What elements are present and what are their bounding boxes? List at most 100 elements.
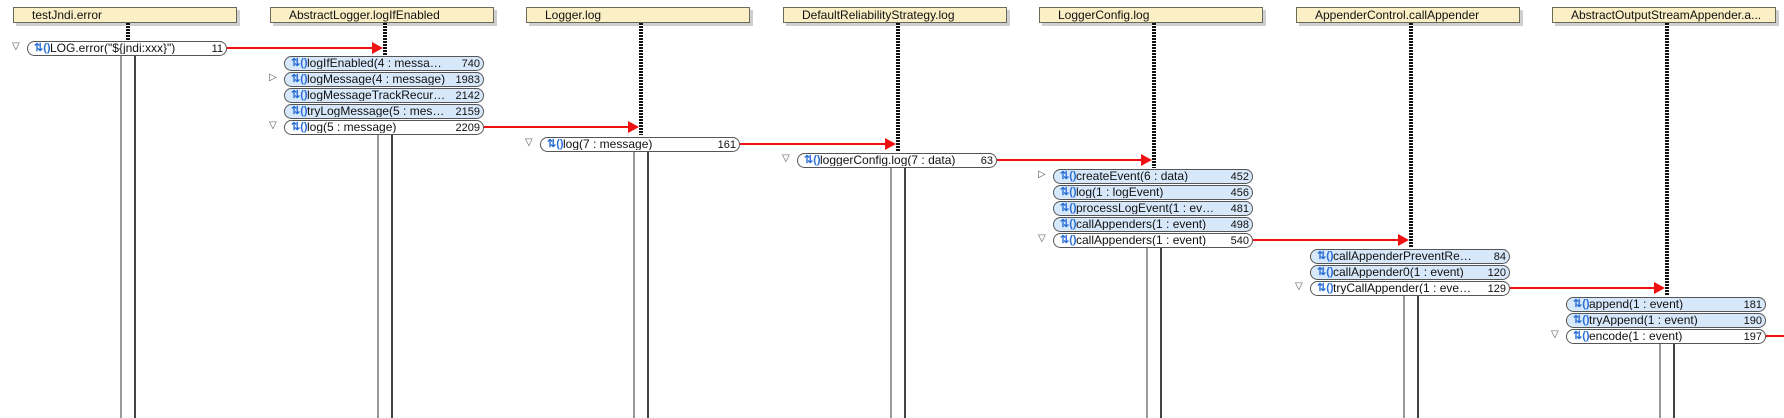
call-line-number: 84 xyxy=(1493,251,1506,263)
call-arrow xyxy=(1253,234,1409,246)
collapse-toggle-icon[interactable]: ▽ xyxy=(1295,281,1303,292)
activation-line xyxy=(1146,248,1148,418)
call-node[interactable]: ⇅()callAppenders(1 : event)498 xyxy=(1053,217,1253,232)
call-line-number: 63 xyxy=(980,155,993,167)
call-node[interactable]: ⇅()tryLogMessage(5 : message)2159 xyxy=(284,104,484,119)
method-call-icon: ⇅() xyxy=(291,73,308,85)
collapse-toggle-icon[interactable]: ▽ xyxy=(525,137,533,148)
method-call-icon: ⇅() xyxy=(1317,266,1334,278)
call-label: callAppenderPreventRecurs... xyxy=(1333,250,1473,262)
method-call-icon: ⇅() xyxy=(1060,170,1077,182)
activation-line xyxy=(633,152,635,418)
method-call-icon: ⇅() xyxy=(1060,234,1077,246)
call-line-number: 190 xyxy=(1743,315,1762,327)
call-line-number: 2209 xyxy=(455,122,480,134)
call-node[interactable]: ⇅()log(7 : message)161 xyxy=(540,137,740,152)
call-line-number: 1983 xyxy=(455,74,480,86)
lifeline xyxy=(639,23,643,135)
call-node[interactable]: ⇅()loggerConfig.log(7 : data)63 xyxy=(797,153,997,168)
call-line-number: 181 xyxy=(1743,299,1762,311)
method-call-icon: ⇅() xyxy=(547,138,564,150)
activation-line xyxy=(647,152,649,418)
call-arrow xyxy=(1766,335,1784,337)
call-node[interactable]: ⇅()createEvent(6 : data) 452 xyxy=(1053,169,1253,184)
call-label: callAppenders(1 : event) xyxy=(1076,218,1207,230)
call-node[interactable]: ⇅()logMessage(4 : message) 1983 xyxy=(284,72,484,87)
call-node[interactable]: ⇅()logIfEnabled(4 : message)740 xyxy=(284,56,484,71)
call-node[interactable]: ⇅()log(1 : logEvent)456 xyxy=(1053,185,1253,200)
call-node[interactable]: ⇅()callAppenderPreventRecurs...84 xyxy=(1310,249,1510,264)
activation-line xyxy=(890,168,892,418)
call-line-number: 11 xyxy=(211,43,223,55)
call-node[interactable]: ⇅()log(5 : message)2209 xyxy=(284,120,484,135)
call-line-number: 2159 xyxy=(455,106,480,118)
call-line-number: 481 xyxy=(1230,203,1249,215)
collapse-toggle-icon[interactable]: ▽ xyxy=(782,153,790,164)
activation-line xyxy=(134,56,136,418)
collapse-toggle-icon[interactable]: ▽ xyxy=(1551,329,1559,340)
call-line-number: 740 xyxy=(461,58,480,70)
call-arrow xyxy=(227,42,383,54)
lifeline-header[interactable]: AppenderControl.callAppender xyxy=(1296,7,1520,23)
lifeline xyxy=(383,23,387,56)
call-label: createEvent(6 : data) xyxy=(1076,170,1189,182)
lifeline xyxy=(1152,23,1156,168)
method-call-icon: ⇅() xyxy=(291,57,308,69)
lifeline-header[interactable]: LoggerConfig.log xyxy=(1039,7,1263,23)
call-line-number: 540 xyxy=(1230,235,1249,247)
method-call-icon: ⇅() xyxy=(1573,330,1590,342)
collapse-toggle-icon[interactable]: ▽ xyxy=(12,41,20,52)
lifeline-header[interactable]: testJndi.error xyxy=(13,7,237,23)
method-call-icon: ⇅() xyxy=(1060,218,1077,230)
collapse-toggle-icon[interactable]: ▽ xyxy=(1038,233,1046,244)
call-line-number: 161 xyxy=(717,139,736,151)
call-line-number: 120 xyxy=(1487,267,1506,279)
call-node[interactable]: ⇅()callAppenders(1 : event) 540 xyxy=(1053,233,1253,248)
call-line-number: 129 xyxy=(1487,283,1506,295)
method-call-icon: ⇅() xyxy=(1060,202,1077,214)
call-line-number: 2142 xyxy=(455,90,480,102)
lifeline xyxy=(126,23,130,48)
call-node[interactable]: ⇅()logMessageTrackRecursion...2142 xyxy=(284,88,484,103)
call-line-number: 452 xyxy=(1230,171,1249,183)
call-arrow xyxy=(1510,282,1665,294)
call-arrow xyxy=(740,138,896,150)
lifeline-header[interactable]: DefaultReliabilityStrategy.log xyxy=(783,7,1007,23)
method-call-icon: ⇅() xyxy=(804,154,821,166)
call-label: log(1 : logEvent) xyxy=(1076,186,1164,198)
call-node[interactable]: ⇅()tryCallAppender(1 : event)129 xyxy=(1310,281,1510,296)
activation-line xyxy=(1160,248,1162,418)
expand-toggle-icon[interactable]: ▷ xyxy=(1038,169,1046,180)
call-arrow xyxy=(484,121,639,133)
call-node[interactable]: ⇅()LOG.error("${jndi:xxx}") 11 xyxy=(27,41,227,56)
lifeline xyxy=(1409,23,1413,248)
call-node[interactable]: ⇅()processLogEvent(1 : event) 481 xyxy=(1053,201,1253,216)
call-label: encode(1 : event) xyxy=(1589,330,1683,342)
activation-line xyxy=(1403,296,1405,418)
activation-line xyxy=(1417,296,1419,418)
call-node[interactable]: ⇅()append(1 : event)181 xyxy=(1566,297,1766,312)
activation-line xyxy=(120,56,122,418)
call-label: logMessage(4 : message) xyxy=(307,73,446,85)
lifeline-header[interactable]: AbstractLogger.logIfEnabled xyxy=(270,7,494,23)
activation-line xyxy=(1673,344,1675,418)
lifeline-header[interactable]: Logger.log xyxy=(526,7,750,23)
lifeline-header[interactable]: AbstractOutputStreamAppender.a... xyxy=(1552,7,1776,23)
method-call-icon: ⇅() xyxy=(1317,282,1334,294)
collapse-toggle-icon[interactable]: ▽ xyxy=(269,120,277,131)
call-label: callAppender0(1 : event) xyxy=(1333,266,1464,278)
method-call-icon: ⇅() xyxy=(1573,298,1590,310)
call-label: tryAppend(1 : event) xyxy=(1589,314,1698,326)
lifeline xyxy=(1665,23,1669,296)
call-node[interactable]: ⇅()tryAppend(1 : event)190 xyxy=(1566,313,1766,328)
call-node[interactable]: ⇅()encode(1 : event)197 xyxy=(1566,329,1766,344)
lifeline xyxy=(896,23,900,152)
method-call-icon: ⇅() xyxy=(34,42,51,54)
activation-line xyxy=(904,168,906,418)
expand-toggle-icon[interactable]: ▷ xyxy=(269,72,277,83)
call-label: LOG.error("${jndi:xxx}") xyxy=(50,42,176,54)
call-label: logMessageTrackRecursion... xyxy=(307,89,447,101)
call-label: processLogEvent(1 : event) xyxy=(1076,202,1216,214)
call-node[interactable]: ⇅()callAppender0(1 : event) 120 xyxy=(1310,265,1510,280)
call-label: callAppenders(1 : event) xyxy=(1076,234,1207,246)
